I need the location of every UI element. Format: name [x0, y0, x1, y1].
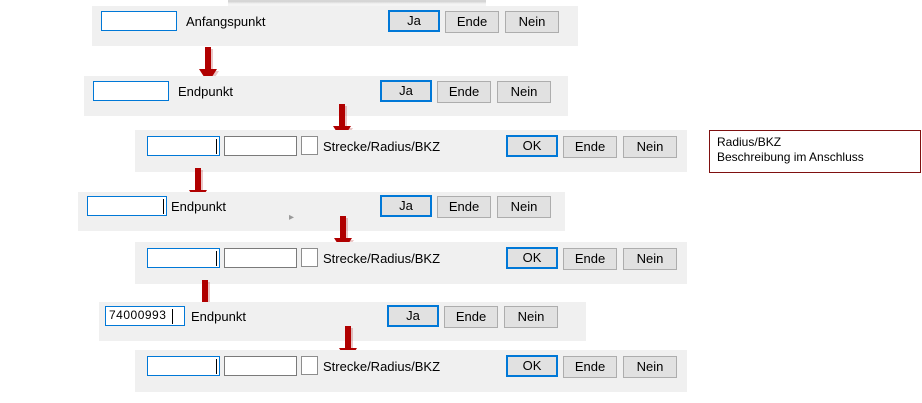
- strecke-2-label: Strecke/Radius/BKZ: [323, 251, 441, 266]
- dialog-endpunkt-3: 74000993 Endpunkt Ja Ende Nein: [99, 302, 586, 341]
- endpunkt-3-ende-button[interactable]: Ende: [444, 306, 498, 328]
- endpunkt-3-label: Endpunkt: [191, 309, 246, 324]
- strecke-3-ende-button[interactable]: Ende: [563, 356, 617, 378]
- strecke-2-nein-button[interactable]: Nein: [623, 248, 677, 270]
- strecke-1-ok-button[interactable]: OK: [506, 135, 558, 157]
- strecke-3-input[interactable]: [147, 356, 220, 376]
- endpunkt-1-ende-button[interactable]: Ende: [437, 81, 491, 103]
- endpunkt-3-input-value: 74000993: [109, 308, 167, 322]
- mouse-cursor-artifact: ▸: [289, 212, 295, 223]
- endpunkt-2-nein-button[interactable]: Nein: [497, 196, 551, 218]
- dialog-endpunkt-1-body: Endpunkt Ja Ende Nein: [84, 76, 568, 116]
- strecke-2-input[interactable]: [147, 248, 220, 268]
- endpunkt-3-nein-button[interactable]: Nein: [504, 306, 558, 328]
- dialog-strecke-1-body: Strecke/Radius/BKZ OK Ende Nein: [135, 130, 687, 172]
- strecke-1-ende-button[interactable]: Ende: [563, 136, 617, 158]
- endpunkt-2-input[interactable]: [87, 196, 167, 216]
- endpunkt-2-input-caret: [163, 199, 164, 214]
- strecke-1-label: Strecke/Radius/BKZ: [323, 139, 441, 154]
- endpunkt-3-input-caret: [172, 309, 173, 324]
- endpunkt-3-input[interactable]: 74000993: [105, 306, 185, 326]
- strecke-1-input-caret: [216, 139, 217, 154]
- strecke-2-input-2[interactable]: [224, 248, 297, 268]
- dialog-strecke-1: Strecke/Radius/BKZ OK Ende Nein: [135, 130, 687, 172]
- anfangspunkt-ende-button[interactable]: Ende: [445, 11, 499, 33]
- annotation-note: Radius/BKZ Beschreibung im Anschluss: [709, 130, 921, 173]
- dialog-strecke-2: Strecke/Radius/BKZ OK Ende Nein: [135, 242, 687, 284]
- dialog-endpunkt-2: Endpunkt Ja Ende Nein ▸: [78, 192, 565, 231]
- dialog-endpunkt-1: Endpunkt Ja Ende Nein: [84, 76, 568, 116]
- dialog-endpunkt-3-body: 74000993 Endpunkt Ja Ende Nein: [99, 302, 586, 341]
- strecke-1-checkbox[interactable]: [301, 136, 318, 155]
- strecke-2-ok-button[interactable]: OK: [506, 247, 558, 269]
- endpunkt-2-label: Endpunkt: [171, 199, 226, 214]
- endpunkt-1-label: Endpunkt: [178, 84, 233, 99]
- strecke-2-checkbox[interactable]: [301, 248, 318, 267]
- strecke-2-input-caret: [216, 251, 217, 266]
- anfangspunkt-input[interactable]: [101, 11, 177, 31]
- endpunkt-1-ja-button[interactable]: Ja: [380, 80, 432, 102]
- dialog-endpunkt-2-body: Endpunkt Ja Ende Nein ▸: [78, 192, 565, 231]
- dialog-strecke-3: Strecke/Radius/BKZ OK Ende Nein: [135, 350, 687, 392]
- strecke-3-ok-button[interactable]: OK: [506, 355, 558, 377]
- strecke-2-ende-button[interactable]: Ende: [563, 248, 617, 270]
- strecke-1-input[interactable]: [147, 136, 220, 156]
- strecke-1-input-2[interactable]: [224, 136, 297, 156]
- endpunkt-1-nein-button[interactable]: Nein: [497, 81, 551, 103]
- dialog-strecke-2-body: Strecke/Radius/BKZ OK Ende Nein: [135, 242, 687, 284]
- strecke-3-label: Strecke/Radius/BKZ: [323, 359, 441, 374]
- annotation-line-1: Radius/BKZ: [717, 135, 782, 149]
- anfangspunkt-label: Anfangspunkt: [186, 14, 266, 29]
- endpunkt-1-input[interactable]: [93, 81, 169, 101]
- strecke-1-nein-button[interactable]: Nein: [623, 136, 677, 158]
- strecke-3-input-caret: [216, 359, 217, 374]
- endpunkt-2-ja-button[interactable]: Ja: [380, 195, 432, 217]
- strecke-3-nein-button[interactable]: Nein: [623, 356, 677, 378]
- endpunkt-3-ja-button[interactable]: Ja: [387, 305, 439, 327]
- endpunkt-2-ende-button[interactable]: Ende: [437, 196, 491, 218]
- dialog-strecke-3-body: Strecke/Radius/BKZ OK Ende Nein: [135, 350, 687, 392]
- anfangspunkt-ja-button[interactable]: Ja: [388, 10, 440, 32]
- dialog-anfangspunkt: Anfangspunkt Ja Ende Nein: [92, 6, 578, 46]
- strecke-3-checkbox[interactable]: [301, 356, 318, 375]
- strecke-3-input-2[interactable]: [224, 356, 297, 376]
- dialog-anfangspunkt-body: Anfangspunkt Ja Ende Nein: [92, 6, 578, 46]
- anfangspunkt-nein-button[interactable]: Nein: [505, 11, 559, 33]
- annotation-line-2: Beschreibung im Anschluss: [717, 150, 864, 164]
- partial-dialog-shadow: [228, 1, 486, 4]
